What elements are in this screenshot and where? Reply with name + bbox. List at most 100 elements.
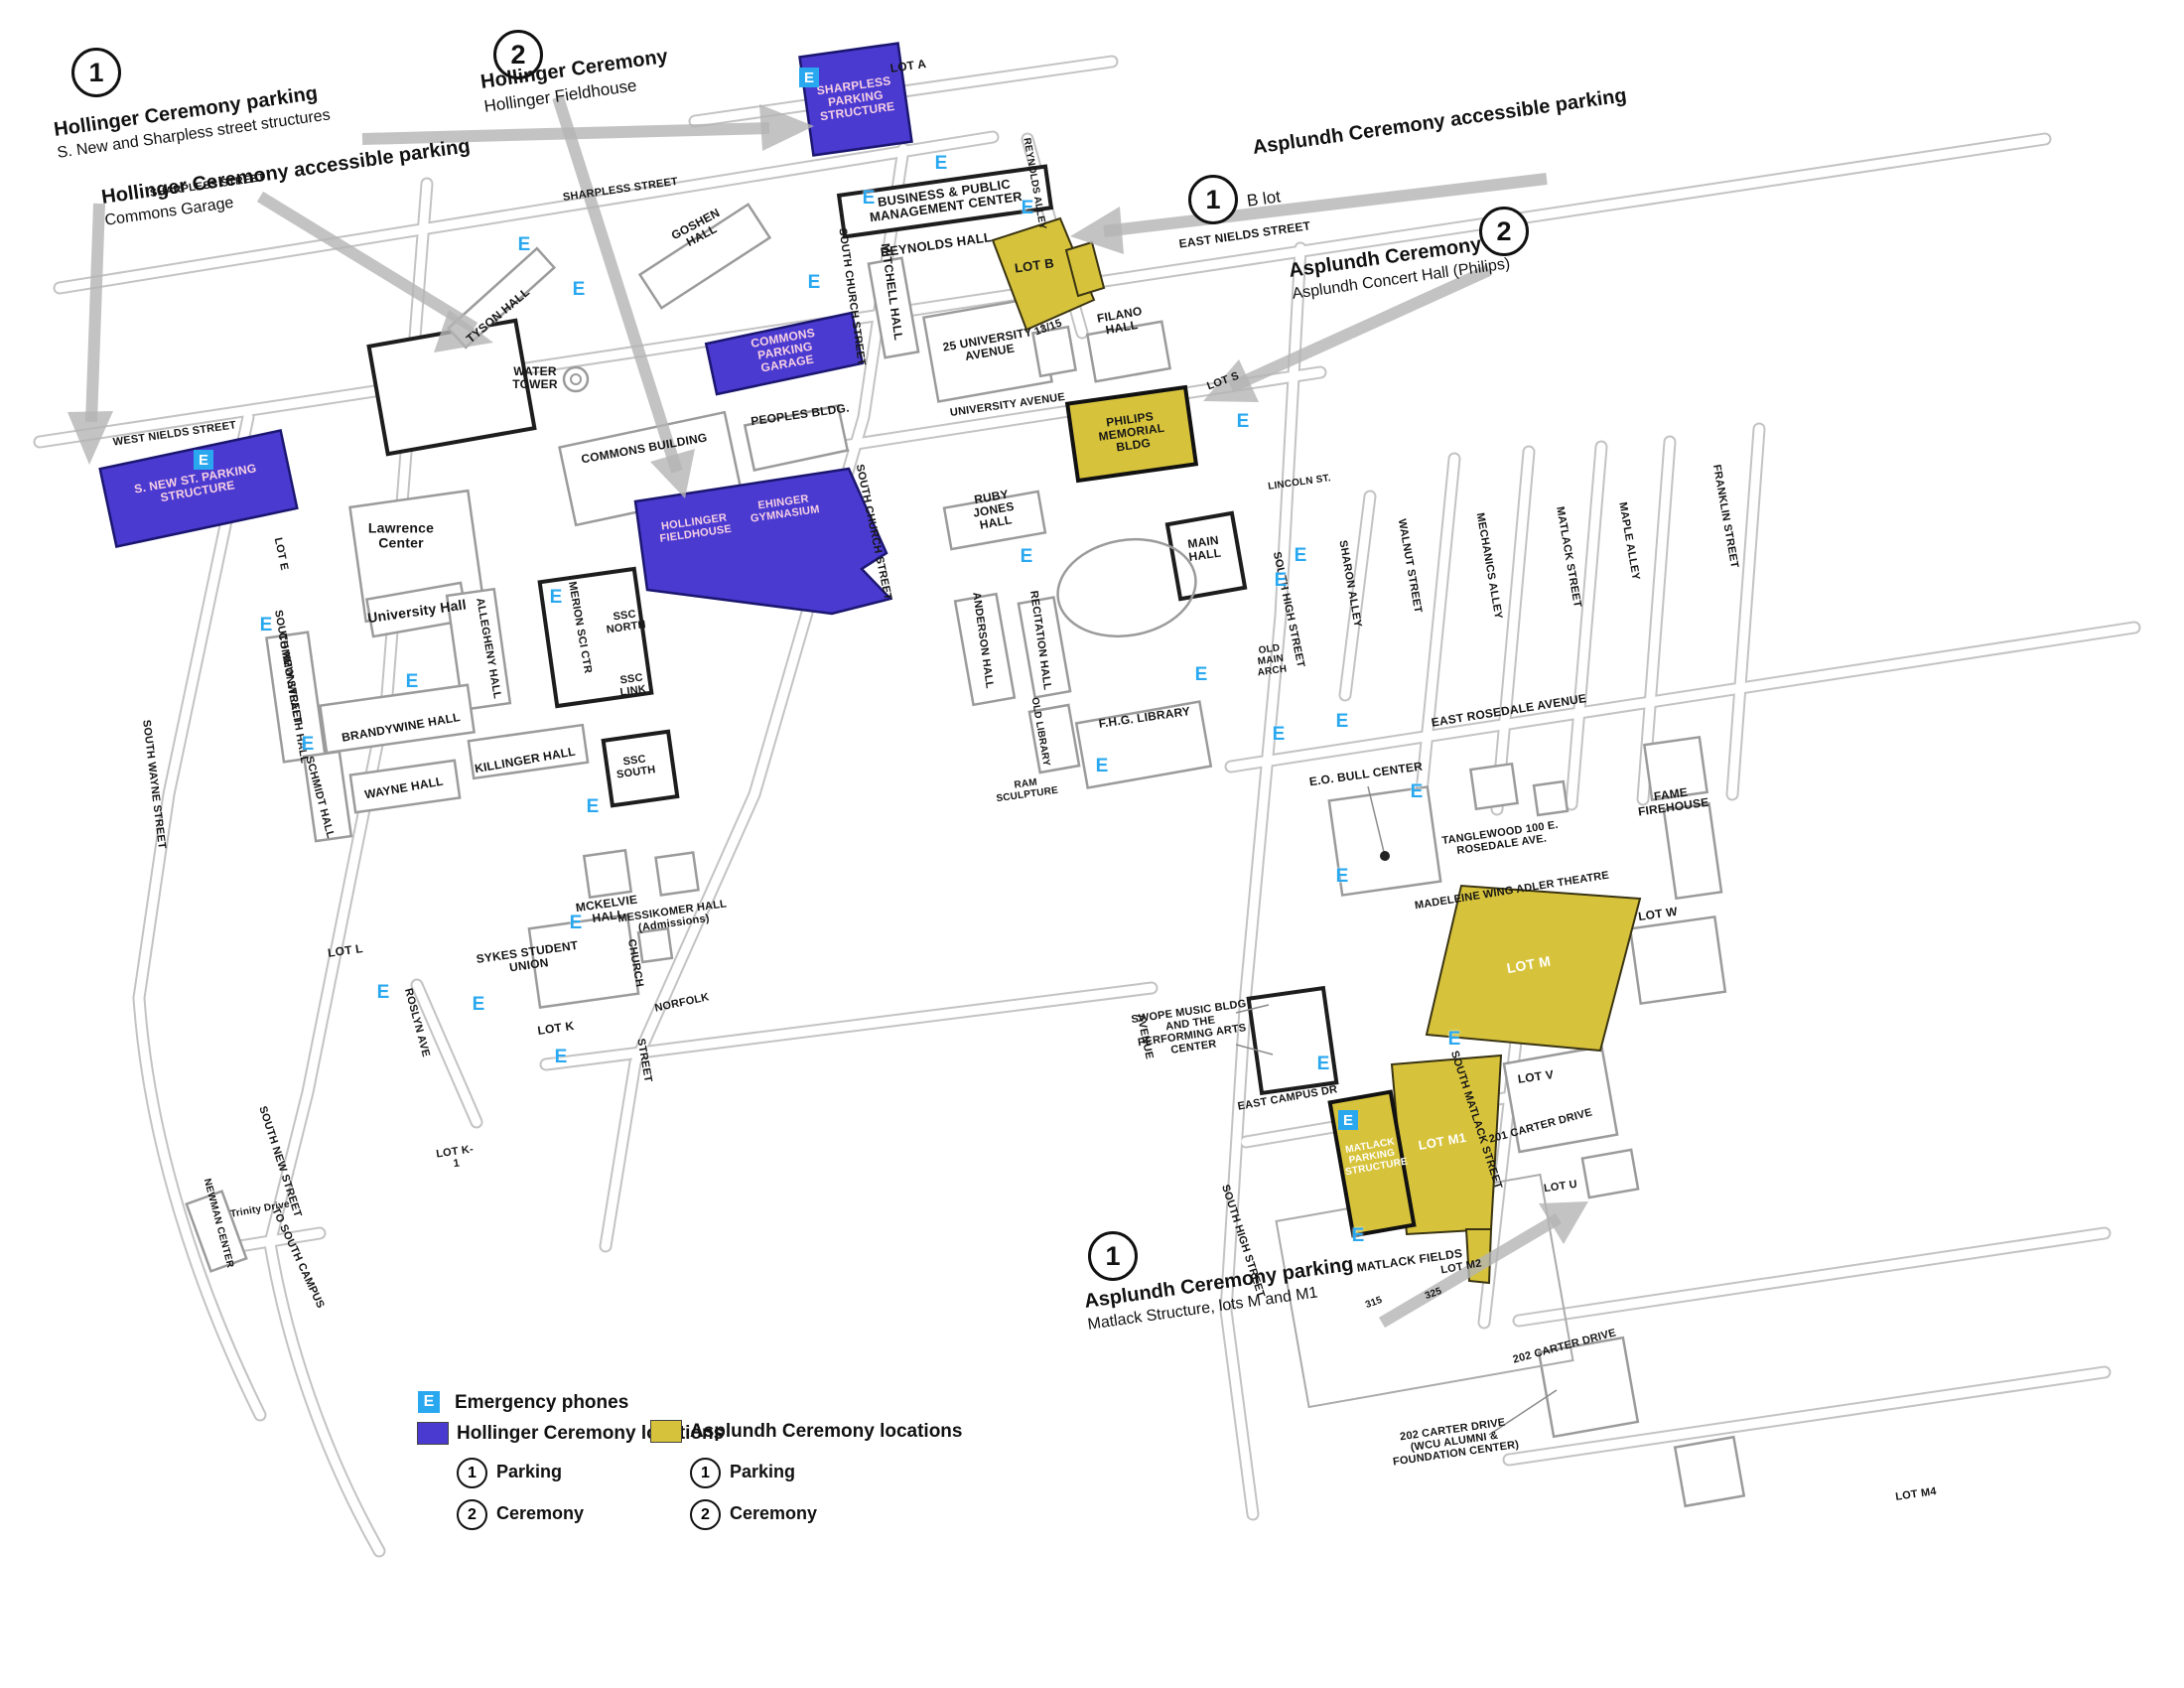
emergency-phone-icon: E <box>1316 1054 1330 1074</box>
lot-b-east <box>1064 240 1106 298</box>
callout-number-hollinger-ceremony: 2 <box>493 30 543 79</box>
emergency-phone-icon: E <box>799 68 819 87</box>
building-killinger-hall <box>467 723 590 780</box>
building-lot-u <box>1580 1148 1640 1199</box>
lot-m <box>1425 884 1642 1053</box>
building-anderson-hall <box>953 592 1017 707</box>
emergency-phone-icon: E <box>1020 546 1033 567</box>
emergency-phone-icon: E <box>1338 1110 1358 1130</box>
emergency-phone-icon: E <box>572 279 586 300</box>
emergency-phone-icon: E <box>301 734 315 755</box>
legend-hollinger-swatch <box>417 1422 449 1445</box>
building-small-south <box>636 926 674 964</box>
building-tanglewood-2 <box>1532 779 1570 817</box>
building-peoples <box>743 404 850 472</box>
building-ruby-jones-hall <box>942 490 1047 551</box>
building-lot-v-201-carter <box>1502 1045 1619 1154</box>
lot-b <box>991 216 1096 332</box>
water-tower-icon <box>562 365 590 393</box>
emergency-phone-icon: E <box>405 671 419 692</box>
sharpless-parking-structure <box>798 42 913 157</box>
emergency-phone-icon: E <box>549 587 563 608</box>
building-swope-music <box>1246 985 1339 1096</box>
legend-hollinger-ceremony-number: 2 <box>457 1499 487 1530</box>
callout-asplundh-accessible-sub: B lot <box>1245 184 1282 211</box>
building-allegheny-hall <box>445 587 512 712</box>
emergency-phone-icon: E <box>934 153 948 174</box>
emergency-phone-icon: E <box>1335 866 1349 887</box>
legend-emergency-icon: E <box>418 1391 440 1413</box>
building-newman-center <box>185 1190 248 1273</box>
building-tanglewood <box>1469 762 1519 811</box>
emergency-phone-icon: E <box>1335 711 1349 732</box>
label-old-main-arch: OLD MAIN ARCH <box>1257 642 1288 679</box>
legend-asplundh-ceremony-label: Ceremony <box>730 1503 818 1523</box>
building-fhg-library <box>1074 700 1213 789</box>
legend-asplundh-parking-label: Parking <box>730 1462 796 1481</box>
emergency-phone-icon: E <box>1351 1225 1365 1246</box>
building-business-public-management-center <box>836 164 1054 239</box>
building-13-15 <box>1031 325 1077 378</box>
legend-emergency-label: Emergency phones <box>455 1392 629 1413</box>
buildings <box>185 164 1746 1508</box>
legend-hollinger-ceremony-label: Ceremony <box>496 1503 585 1523</box>
emergency-phone-icon: E <box>554 1047 568 1067</box>
emergency-phone-icon: E <box>569 913 583 933</box>
building-fame-annex <box>1662 801 1723 901</box>
emergency-phone-icon: E <box>1274 570 1288 591</box>
building-alumni-center <box>1673 1435 1746 1508</box>
emergency-phone-icon: E <box>1272 724 1286 745</box>
legend-asplundh-swatch <box>650 1420 682 1443</box>
leader-lines <box>1235 785 1558 1436</box>
emergency-phone-icon: E <box>1095 756 1109 776</box>
emergency-phone-icon: E <box>259 615 273 635</box>
legend-hollinger-parking-label: Parking <box>496 1462 563 1481</box>
emergency-phone-icon: E <box>194 450 213 470</box>
building-main-hall <box>1164 510 1248 602</box>
building-wayne-hall <box>348 759 462 814</box>
emergency-phone-icon: E <box>376 982 390 1003</box>
building-eo-bull-center <box>1327 785 1442 897</box>
emergency-phone-icon: E <box>807 272 821 293</box>
emergency-phone-icon: E <box>1410 781 1424 802</box>
legend-asplundh-ceremony-number: 2 <box>690 1499 721 1530</box>
building-recitation-hall <box>1017 596 1072 699</box>
asplundh-locations <box>991 216 1642 1285</box>
building-label-lawrence-center: Lawrence Center <box>367 519 435 551</box>
legend-hollinger-parking-number: 1 <box>457 1458 487 1488</box>
building-messikomer-hall <box>654 851 700 897</box>
label-water-tower: WATER TOWER <box>512 363 558 391</box>
callout-number-hollinger-parking: 1 <box>71 48 121 97</box>
callout-number-asplundh-ceremony: 2 <box>1479 207 1529 256</box>
building-mitchell-hall <box>867 256 920 359</box>
emergency-phone-icon: E <box>1236 411 1250 432</box>
emergency-phone-icon: E <box>1447 1029 1461 1050</box>
building-fame-firehouse <box>1642 735 1709 802</box>
legend-hollinger-label: Hollinger Ceremony locations <box>457 1423 725 1444</box>
building-schmidt-hall <box>302 750 353 843</box>
legend-asplundh-parking-number: 1 <box>690 1458 721 1488</box>
emergency-phone-icon: E <box>1021 198 1034 218</box>
hollinger-locations <box>98 42 913 616</box>
building-mckelvie-hall <box>582 848 633 900</box>
philips-memorial-bldg <box>1064 384 1199 484</box>
callout-number-asplundh-parking: 1 <box>1088 1231 1138 1281</box>
quad-oval <box>1056 537 1197 638</box>
emergency-phone-icon: E <box>586 796 600 817</box>
commons-parking-garage <box>704 311 865 396</box>
emergency-phone-icon: E <box>862 188 876 209</box>
callout-arrows <box>68 95 1588 1329</box>
emergency-phone-icon: E <box>1294 545 1307 566</box>
building-brandywine-hall <box>318 683 477 755</box>
callout-number-asplundh-accessible: 1 <box>1188 175 1238 224</box>
emergency-phone-icon: E <box>1194 664 1208 685</box>
hollinger-fieldhouse-ehinger-gym <box>633 467 893 616</box>
building-old-library <box>1027 703 1081 774</box>
emergency-phone-icon: E <box>517 234 531 255</box>
building-lot-w <box>1628 914 1727 1006</box>
building-filano-hall <box>1085 320 1172 383</box>
building-goshen-hall <box>637 203 772 310</box>
building-ssc-south <box>601 729 680 808</box>
